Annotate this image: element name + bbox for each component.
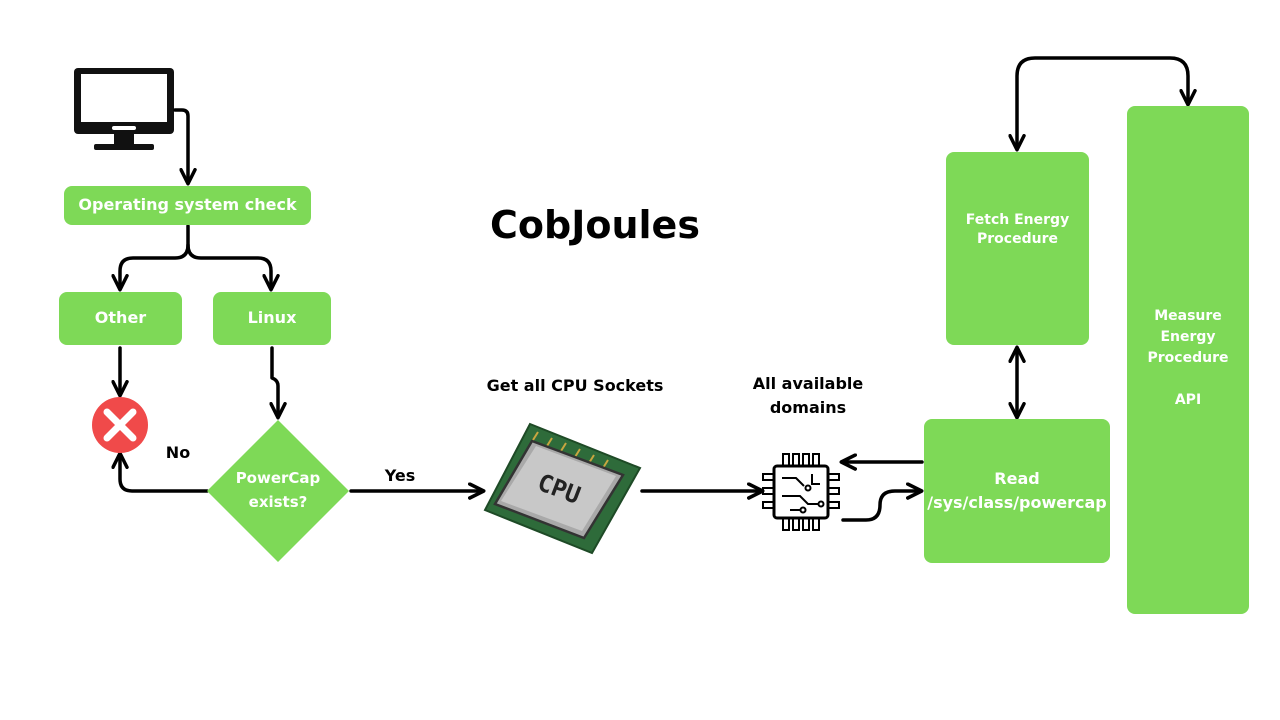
other-label: Other	[94, 308, 147, 328]
measure-label-line1: Measure	[1154, 308, 1222, 324]
domains-label-line2: domains	[769, 398, 847, 417]
read-label-line2: /sys/class/powercap	[927, 493, 1107, 512]
monitor-to-os-arrow	[173, 108, 197, 186]
domains-label: All available domains	[738, 372, 878, 420]
measure-energy-node	[1127, 106, 1249, 614]
error-x-icon	[92, 397, 148, 453]
os-check-node: Operating system check	[64, 186, 311, 225]
yes-label: Yes	[384, 466, 416, 485]
fetch-label-line2: Procedure	[977, 230, 1058, 247]
no-arrow	[111, 451, 209, 493]
circuit-chip-icon	[762, 453, 840, 531]
fetch-measure-loop-arrow	[1008, 56, 1197, 152]
fetch-energy-node: Fetch Energy Procedure	[946, 152, 1089, 345]
get-sockets-label: Get all CPU Sockets	[486, 376, 664, 395]
os-split-line	[111, 224, 190, 292]
powercap-label-line2: exists?	[248, 493, 308, 511]
measure-label-line2: Energy	[1160, 329, 1216, 345]
read-powercap-node: Read /sys/class/powercap	[924, 419, 1110, 563]
linux-node: Linux	[213, 292, 331, 345]
computer-monitor-icon	[74, 68, 174, 150]
powercap-diamond	[207, 420, 349, 562]
domains-to-read-arrow	[841, 482, 924, 522]
read-label-line1: Read	[994, 469, 1040, 488]
other-node: Other	[59, 292, 182, 345]
domains-label-line1: All available	[752, 374, 864, 393]
os-to-linux-line	[186, 243, 280, 292]
fetch-label-line1: Fetch Energy	[965, 212, 1070, 229]
measure-label-line3: Procedure	[1147, 350, 1229, 366]
linux-label: Linux	[247, 308, 297, 328]
os-check-label: Operating system check	[78, 195, 297, 215]
powercap-label-line1: PowerCap	[235, 469, 321, 487]
powercap-label: PowerCap exists?	[214, 466, 342, 514]
measure-energy-label: Measure Energy Procedure API	[1127, 306, 1249, 411]
measure-label-line4: API	[1174, 392, 1202, 408]
no-label: No	[165, 443, 191, 462]
linux-to-powercap-arrow	[269, 346, 287, 420]
diagram-title: CobJoules	[490, 203, 700, 247]
cpu-chip-icon: CPU	[483, 422, 642, 555]
